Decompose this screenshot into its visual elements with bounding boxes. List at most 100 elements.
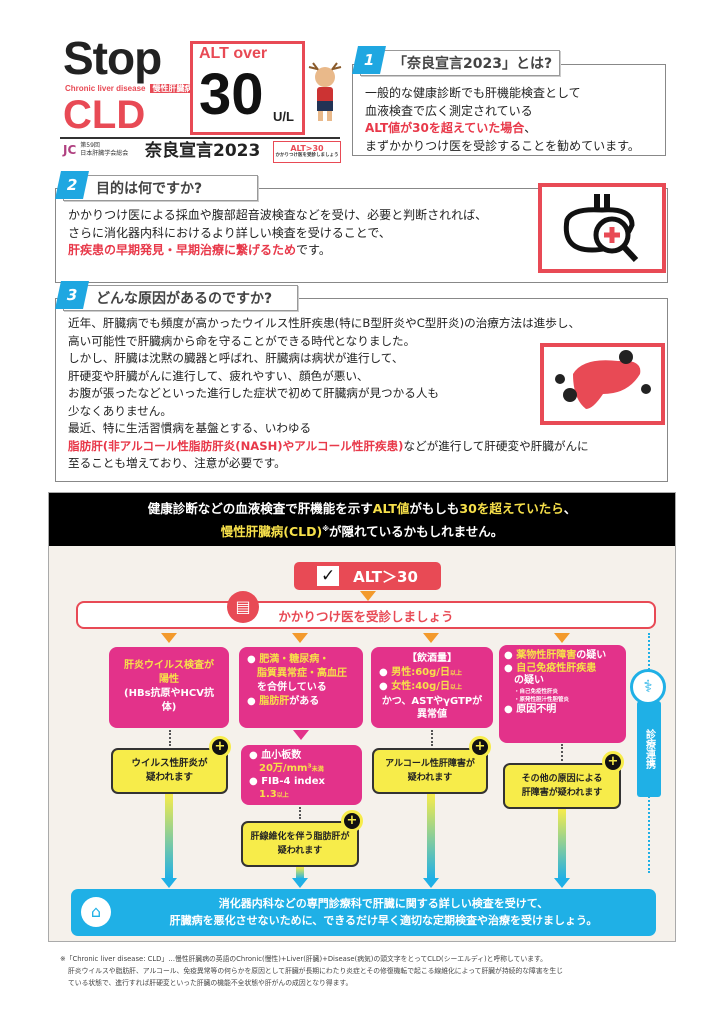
- footnote: ※「Chronic liver disease: CLD」…慢性肝臓病の英語のC…: [60, 953, 680, 989]
- result-text: その他の原因による: [521, 774, 603, 784]
- dotted-connector: [169, 730, 171, 746]
- s1-line: 一般的な健康診断でも肝機能検査として: [365, 86, 581, 100]
- logo-cld: CLD: [63, 93, 146, 137]
- mascot-illustration: [308, 62, 342, 121]
- logo-stop: Stop: [63, 32, 162, 84]
- flow-line: [427, 794, 435, 879]
- s3-line: 少なくありません。: [68, 403, 172, 418]
- s3-suffix: などが進行して肝硬変や肝臓がんに: [403, 438, 589, 453]
- magnifier-icon: +: [602, 751, 624, 773]
- thirty-text: 30: [199, 62, 264, 127]
- s1-suffix: 、: [524, 121, 537, 135]
- criteria-text: かつ、ASTやγGTPが: [381, 695, 483, 707]
- s3-line: 至ることも増えており、注意が必要です。: [68, 456, 286, 470]
- result-text: アルコール性肝障害が: [385, 759, 475, 769]
- unit-text: U/L: [273, 109, 294, 124]
- arrow-down-icon: [423, 878, 439, 888]
- section-title: どんな原因があるのですか?: [96, 291, 273, 307]
- criteria-text: 自己免疫性肝疾患: [516, 662, 597, 674]
- section-number: 2: [55, 171, 89, 199]
- dotted-connector: [561, 744, 563, 761]
- s2-line: かかりつけ医による採血や腹部超音波検査などを受け、必要と判断されれば、: [68, 208, 488, 222]
- criteria-text: 以上: [449, 684, 462, 691]
- arrow-down-icon: [360, 591, 376, 601]
- liver-search-illustration: [538, 183, 666, 273]
- criteria-text: の疑い: [576, 650, 607, 661]
- society-line2: 日本肝臓学会総会: [80, 150, 129, 157]
- diseased-liver-illustration: [540, 343, 665, 425]
- criteria-text: 脂肪肝: [259, 696, 290, 707]
- hospital-reception-icon: ⌂: [81, 897, 111, 927]
- flowchart-panel: 健康診断などの血液検査で肝機能を示すALT値がもしも30を超えていたら、 慢性肝…: [48, 492, 676, 942]
- s3-line: お腹が張ったなどといった進行した症状で初めて肝臓病が見つかる人も: [68, 386, 440, 400]
- section-3-tab: 3 どんな原因があるのですか?: [55, 281, 298, 311]
- arrow-down-icon: [554, 878, 570, 888]
- criteria-text: 以上: [276, 791, 289, 799]
- section-3-box: 近年、肝臓病でも頻度が高かったウイルス性肝疾患(特にB型肝炎やC型肝炎)の治療方…: [55, 298, 668, 482]
- other-causes-criteria: ● 薬物性肝障害の疑い ● 自己免疫性肝疾患 の疑い ・自己免疫性肝炎 ・原発性…: [499, 645, 626, 743]
- s2-line: さらに消化器内科におけるより詳しい検査を受けることで、: [68, 225, 391, 240]
- criteria-text: 肥満・糖尿病・: [259, 654, 330, 665]
- criteria-text: 薬物性肝障害: [516, 650, 577, 661]
- criteria-text: 原因不明: [516, 703, 557, 715]
- alcohol-result: アルコール性肝障害が疑われます: [372, 748, 488, 794]
- result-text: 肝障害が疑われます: [521, 788, 603, 798]
- criteria-text: (HBs抗原やHCV抗体): [124, 688, 214, 713]
- footnote-line: 肝炎ウイルスや脂肪肝、アルコール、免疫異常等の何らかを原因として肝臓が長期にわた…: [68, 967, 564, 975]
- specialist-text: 肝臓病を悪化させないために、できるだけ早く適切な定期検査や治療を受けましょう。: [169, 914, 598, 927]
- section-title: 目的は何ですか?: [96, 181, 203, 197]
- criteria-text: の疑い: [514, 675, 544, 686]
- specialist-box: 消化器内科などの専門診療科で肝臓に関する詳しい検査を受けて、 肝臓病を悪化させな…: [71, 889, 656, 936]
- alt-badge-sub: かかりつけ医を受診しましょう: [275, 153, 339, 158]
- criteria-text: 男性:60g/日: [391, 666, 450, 678]
- criteria-text: を合併している: [257, 682, 327, 693]
- s1-line: まずかかりつけ医を受診することを勧めています。: [365, 138, 640, 153]
- alt-over-text: ALT over: [199, 45, 268, 62]
- head-highlight: 慢性肝臓病(CLD): [220, 524, 323, 540]
- stethoscope-icon: ⚕: [630, 669, 666, 705]
- flow-line: [296, 867, 304, 879]
- s3-line: 近年、肝臓病でも頻度が高かったウイルス性肝疾患(特にB型肝炎やC型肝炎)の治療方…: [68, 316, 581, 330]
- criteria-text: がある: [289, 696, 320, 707]
- footnote-line: ている状態で、進行すれば肝硬変といった肝臓の機能不全状態や肝がんの成因となり得ま…: [68, 979, 353, 987]
- fatty-liver-fibrosis-result: 肝線維化を伴う脂肪肝が疑われます: [241, 821, 359, 867]
- criteria-text: 陽性: [159, 674, 179, 685]
- section-title: 「奈良宣言2023」とは?: [393, 56, 553, 72]
- alt-over-30-box: ✓ALT＞30: [294, 562, 441, 590]
- footnote-line: ※「Chronic liver disease: CLD」…慢性肝臓病の英語のC…: [60, 955, 547, 963]
- arrow-down-icon: [292, 878, 308, 888]
- s2-suffix: です。: [296, 243, 331, 257]
- other-causes-result: その他の原因による肝障害が疑われます: [503, 763, 621, 809]
- s3-line: しかし、肝臓は沈黙の臓器と呼ばれ、肝臓病は病状が進行して、: [68, 351, 404, 365]
- section-2-tab: 2 目的は何ですか?: [55, 171, 258, 201]
- flow-line: [558, 809, 566, 879]
- section-number: 1: [352, 46, 386, 74]
- result-text: 疑われます: [277, 846, 323, 856]
- magnifier-icon: +: [341, 810, 363, 832]
- criteria-text: ・原発性胆汁性胆管炎: [514, 696, 570, 703]
- s3-line: 高い可能性で肝臓病から命を守ることができる時代となりました。: [68, 333, 416, 348]
- alcohol-criteria: 【飲酒量】 ● 男性:60g/日以上 ● 女性:40g/日以上 かつ、ASTやγ…: [371, 647, 493, 728]
- head-highlight: ALT値: [372, 501, 410, 516]
- logo-subtitle-tag: 慢性肝臓病: [150, 84, 195, 93]
- arrow-down-icon: [292, 633, 308, 643]
- see-doctor-bar: かかりつけ医を受診しましょう: [76, 601, 656, 629]
- see-doctor-label: かかりつけ医を受診しましょう: [278, 608, 454, 624]
- s2-highlight: 肝疾患の早期発見・早期治療に繋げるため: [68, 243, 297, 257]
- arrow-down-icon: [423, 633, 439, 643]
- viral-hepatitis-result: ウイルス性肝炎が疑われます: [111, 748, 228, 794]
- result-text: ウイルス性肝炎が: [131, 758, 208, 769]
- section-number: 3: [55, 281, 89, 309]
- medical-cooperation-label: 診療連携: [637, 701, 661, 797]
- s3-line: 最近、特に生活習慣病を基盤とする、いわゆる: [68, 421, 312, 435]
- society-logo-icon: JC: [63, 143, 77, 157]
- arrow-down-icon: [554, 633, 570, 643]
- logo-divider: [60, 137, 340, 139]
- section-1-box: 一般的な健康診断でも肝機能検査として 血液検査で広く測定されている ALT値が3…: [352, 64, 666, 156]
- criteria-text: FIB-4 index: [261, 776, 325, 787]
- viral-hepatitis-criteria: 肝炎ウイルス検査が 陽性 (HBs抗原やHCV抗体): [109, 647, 229, 728]
- criteria-text: 脂質異常症・高血圧: [257, 668, 347, 679]
